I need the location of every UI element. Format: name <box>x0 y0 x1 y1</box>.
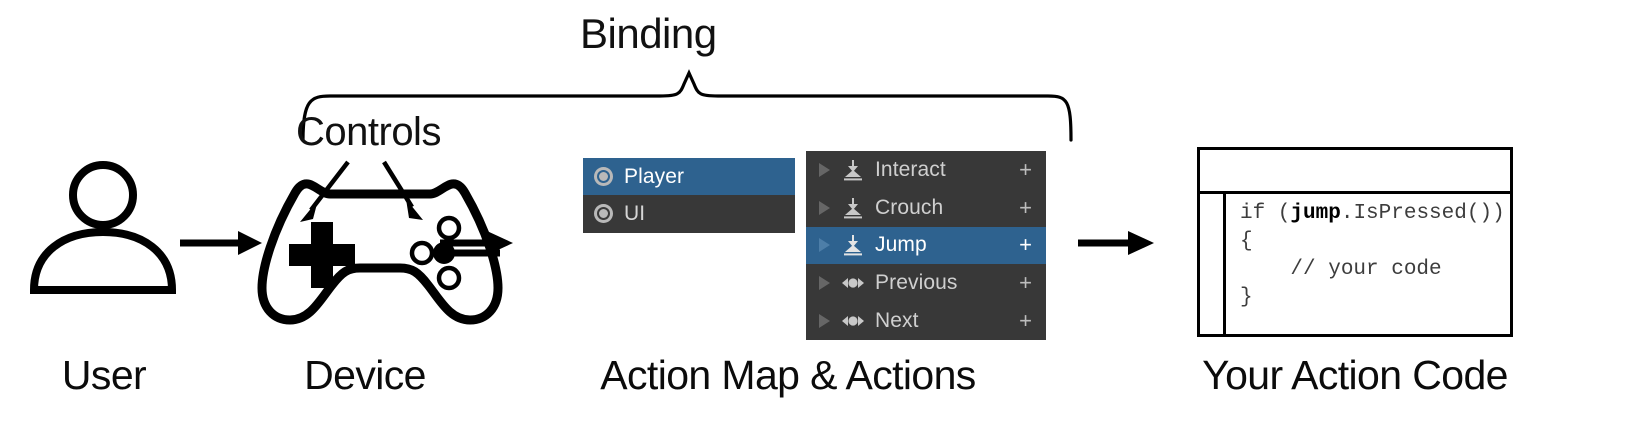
code-line-4: } <box>1240 286 1253 309</box>
add-binding-button[interactable]: + <box>1019 156 1032 182</box>
gamepad-icon <box>257 179 503 325</box>
add-binding-button[interactable]: + <box>1019 270 1032 296</box>
action-row-label: Jump <box>875 233 927 257</box>
action-row-crouch[interactable]: Crouch + <box>806 189 1046 227</box>
action-map-row-player[interactable]: Player <box>583 158 795 195</box>
curly-brace-icon <box>301 69 1073 142</box>
code-line-1-suffix: .IsPressed()) <box>1340 202 1505 225</box>
controls-pointer-arrows <box>300 160 423 222</box>
axis-action-icon <box>842 278 864 289</box>
chevron-right-icon[interactable] <box>819 162 830 177</box>
action-row-label: Interact <box>875 157 946 181</box>
action-row-label: Crouch <box>875 195 944 219</box>
axis-action-icon <box>842 316 864 327</box>
action-row-next[interactable]: Next + <box>806 302 1046 340</box>
arrow-right-icon-3 <box>1078 231 1154 255</box>
caption-device: Device <box>304 352 426 398</box>
code-window-titlebar <box>1200 150 1510 194</box>
actions-panel: Interact + Crouch + Jump + <box>806 151 1046 340</box>
button-action-icon <box>844 159 862 181</box>
add-binding-button[interactable]: + <box>1019 308 1032 334</box>
action-row-label: Next <box>875 309 919 333</box>
chevron-right-icon[interactable] <box>819 276 830 291</box>
action-row-interact[interactable]: Interact + <box>806 151 1046 189</box>
action-map-row-label: UI <box>624 201 646 225</box>
chevron-right-icon[interactable] <box>819 238 830 253</box>
code-line-1-prefix: if ( <box>1240 202 1291 225</box>
action-map-panel: Player UI <box>583 158 795 233</box>
caption-your-action-code: Your Action Code <box>1202 352 1508 398</box>
button-action-icon <box>844 197 862 219</box>
caption-user: User <box>61 352 147 398</box>
action-map-icon <box>594 204 613 223</box>
action-map-row-ui[interactable]: UI <box>583 195 795 232</box>
binding-label: Binding <box>580 10 717 57</box>
add-binding-button[interactable]: + <box>1019 194 1032 220</box>
code-line-1-identifier: jump <box>1290 202 1341 225</box>
chevron-right-icon[interactable] <box>819 200 830 215</box>
action-row-jump[interactable]: Jump + <box>806 226 1046 265</box>
code-gutter <box>1223 194 1226 334</box>
user-icon <box>29 161 177 294</box>
action-row-label: Previous <box>875 271 958 295</box>
caption-action-map-actions: Action Map & Actions <box>600 352 976 398</box>
action-map-row-label: Player <box>624 164 685 188</box>
code-line-2: { <box>1240 230 1253 253</box>
code-window: if (jump.IsPressed()) { // your code } <box>1197 147 1513 337</box>
arrow-right-icon-1 <box>180 231 262 255</box>
code-line-3: // your code <box>1240 258 1442 281</box>
add-binding-button[interactable]: + <box>1019 232 1032 258</box>
button-action-icon <box>844 235 862 256</box>
action-row-previous[interactable]: Previous + <box>806 264 1046 302</box>
action-map-icon <box>594 167 613 186</box>
chevron-right-icon[interactable] <box>819 314 830 329</box>
controls-label: Controls <box>296 110 441 154</box>
code-editor-text[interactable]: if (jump.IsPressed()) { // your code } <box>1240 200 1505 334</box>
